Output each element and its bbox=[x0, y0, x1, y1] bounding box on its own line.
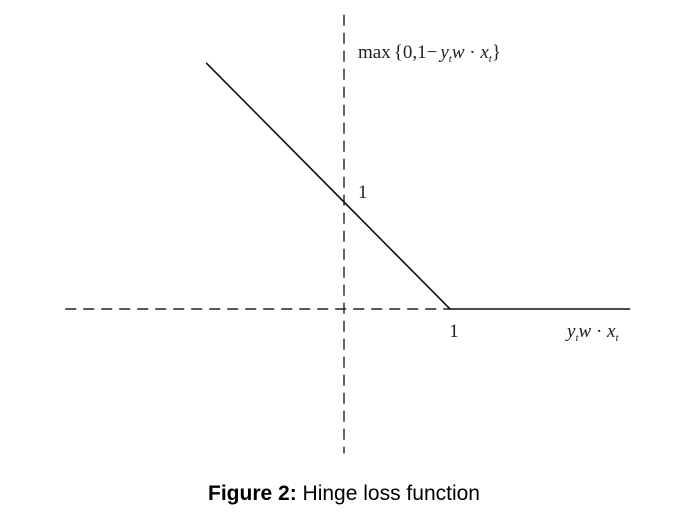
caption-text: Hinge loss function bbox=[302, 482, 480, 505]
hinge-loss-plot: max{0,1−ytw · xt} ytw · xt 1 1 bbox=[65, 14, 631, 454]
figure-caption: Figure 2: Hinge loss function bbox=[0, 482, 688, 506]
y-tick-label-1: 1 bbox=[358, 182, 368, 203]
x-axis-label: ytw · xt bbox=[565, 321, 619, 344]
x-tick-label-1: 1 bbox=[449, 321, 459, 342]
hinge-loss-series-line bbox=[205, 62, 631, 310]
y-axis-label: max{0,1−ytw · xt} bbox=[358, 42, 501, 65]
caption-label: Figure 2: bbox=[208, 482, 297, 505]
